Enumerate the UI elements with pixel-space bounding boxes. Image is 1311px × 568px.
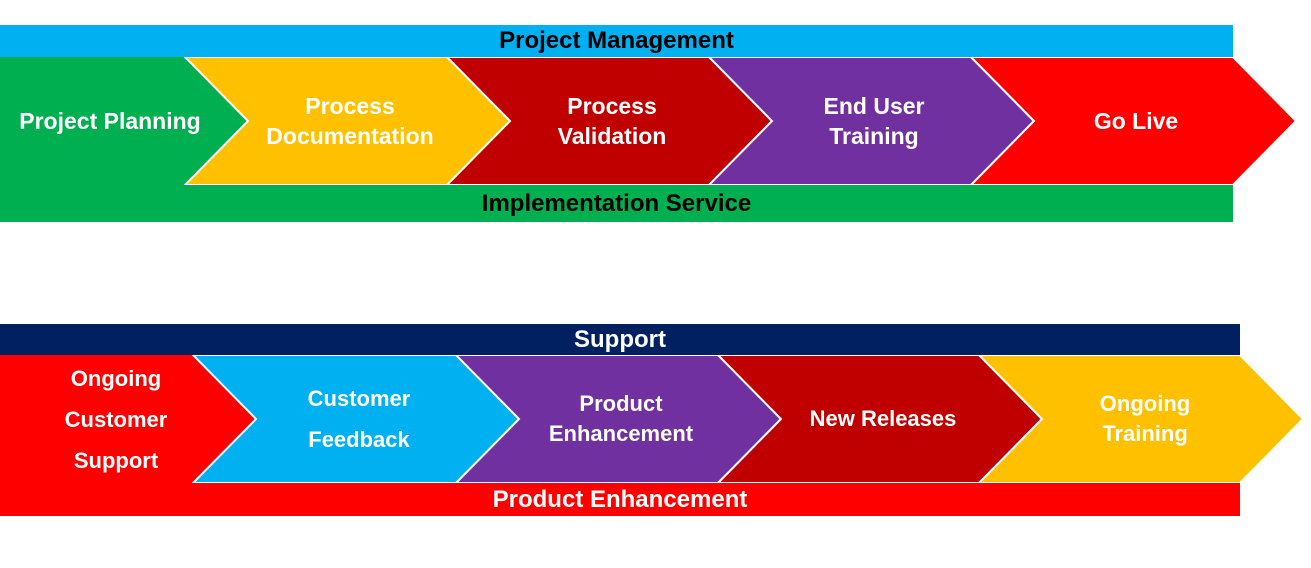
stage-shape-project-planning [0,57,248,185]
stage-shape-product-enhancement [454,355,783,483]
stage-shape-new-releases [716,355,1044,483]
stage-label-go-live: Go Live [1093,108,1179,134]
stage-label-process-documentation: Process Documentation [266,93,434,149]
support-flow-shapes [0,355,1305,483]
stage-shape-ongoing-customer-support [0,355,256,483]
support-title: Support [574,325,666,353]
implementation-service-title: Implementation Service [481,189,752,217]
stage-shape-customer-feedback [191,355,521,483]
implementation-flow: Project Planning Process Documentation P… [0,57,1311,185]
stage-label-project-planning: Project Planning [19,108,201,134]
support-bar: Support [0,324,1240,355]
stage-label-process-validation: Process Validation [557,93,667,149]
product-enhancement-bar: Product Enhancement [0,483,1240,516]
stage-label-new-releases: New Releases [809,406,957,431]
stage-shape-end-user-training [707,57,1036,185]
implementation-flow-shapes [0,57,1298,185]
stage-shape-go-live [969,57,1298,185]
stage-label-ongoing-training: Ongoing Training [1099,391,1191,446]
stage-shape-ongoing-training [977,355,1305,483]
stage-label-ongoing-customer-support: Ongoing Customer Support [64,365,168,473]
stage-label-customer-feedback: Customer Feedback [307,386,411,452]
support-flow: Ongoing Customer Support Customer Feedba… [0,355,1311,483]
stage-label-end-user-training: End User Training [823,93,925,149]
stage-label-product-enhancement: Product Enhancement [548,391,694,446]
implementation-service-bar: Implementation Service [0,185,1233,222]
product-enhancement-title: Product Enhancement [492,485,748,513]
project-management-title: Project Management [499,27,734,54]
stage-shape-process-documentation [183,57,512,185]
project-management-bar: Project Management [0,25,1233,57]
stage-shape-process-validation [445,57,774,185]
